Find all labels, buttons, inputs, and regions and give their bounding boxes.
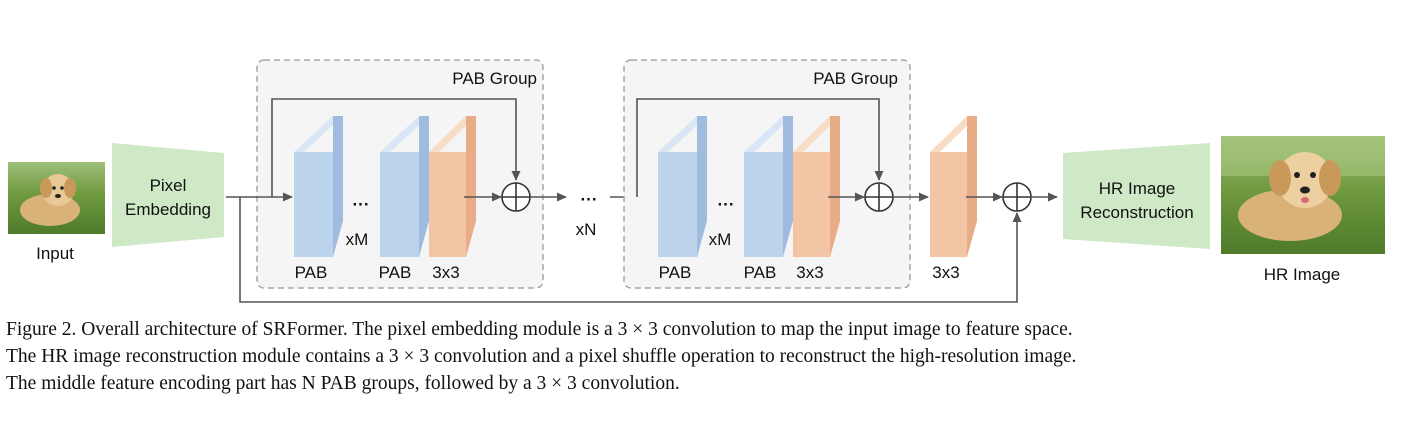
- reconstruction-label-line1: HR Image: [1099, 179, 1176, 198]
- group-ellipsis: ···: [581, 190, 598, 209]
- pixel-embedding-label-line2: Embedding: [125, 200, 211, 219]
- pab-label: PAB: [659, 263, 692, 282]
- input-label: Input: [36, 244, 74, 263]
- final-conv-label: 3x3: [932, 263, 959, 282]
- conv-3x3-block: [429, 116, 476, 257]
- global-skip-connection: [239, 197, 1022, 303]
- repeat-m-label: xM: [346, 230, 369, 249]
- group-skip-connection: [271, 98, 521, 197]
- global-add-icon: [1002, 182, 1032, 212]
- pixel-embedding-block: [112, 143, 224, 247]
- hr-image-label: HR Image: [1264, 265, 1341, 284]
- ellipsis: ···: [353, 195, 370, 214]
- elementwise-add-icon: [864, 182, 894, 212]
- conv-label: 3x3: [796, 263, 823, 282]
- pixel-embedding-label-line1: Pixel: [150, 176, 187, 195]
- pab-group-title: PAB Group: [813, 69, 898, 88]
- repeat-n-label: xN: [576, 220, 597, 239]
- pab-block: [744, 116, 793, 257]
- caption-line-2: The HR image reconstruction module conta…: [6, 346, 1077, 367]
- conv-3x3-block: [793, 116, 840, 257]
- architecture-diagram: Input Pixel Embedding PAB Group PAB ··· …: [8, 59, 1385, 303]
- caption-line-1: Figure 2. Overall architecture of SRForm…: [6, 319, 1073, 340]
- conv-label: 3x3: [432, 263, 459, 282]
- hr-output-image: [1221, 136, 1385, 254]
- ellipsis: ···: [718, 195, 735, 214]
- final-conv-3x3-block: [930, 116, 977, 257]
- hr-reconstruction-block: [1063, 143, 1210, 249]
- reconstruction-label-line2: Reconstruction: [1080, 203, 1193, 222]
- pab-group-1: PAB Group PAB ··· xM PAB 3x3: [256, 59, 544, 289]
- elementwise-add-icon: [501, 182, 531, 212]
- pab-block: [380, 116, 429, 257]
- repeat-m-label: xM: [709, 230, 732, 249]
- input-image: [8, 162, 105, 234]
- pab-block: [658, 116, 707, 257]
- group-skip-connection: [636, 98, 884, 197]
- pab-group-2: PAB Group PAB ··· xM PAB 3x3: [623, 59, 911, 289]
- pab-label: PAB: [744, 263, 777, 282]
- pab-group-title: PAB Group: [452, 69, 537, 88]
- pab-label: PAB: [295, 263, 328, 282]
- figure-caption: Figure 2. Overall architecture of SRForm…: [6, 316, 1406, 397]
- pab-label: PAB: [379, 263, 412, 282]
- pab-block: [294, 116, 343, 257]
- caption-line-3: The middle feature encoding part has N P…: [6, 373, 680, 394]
